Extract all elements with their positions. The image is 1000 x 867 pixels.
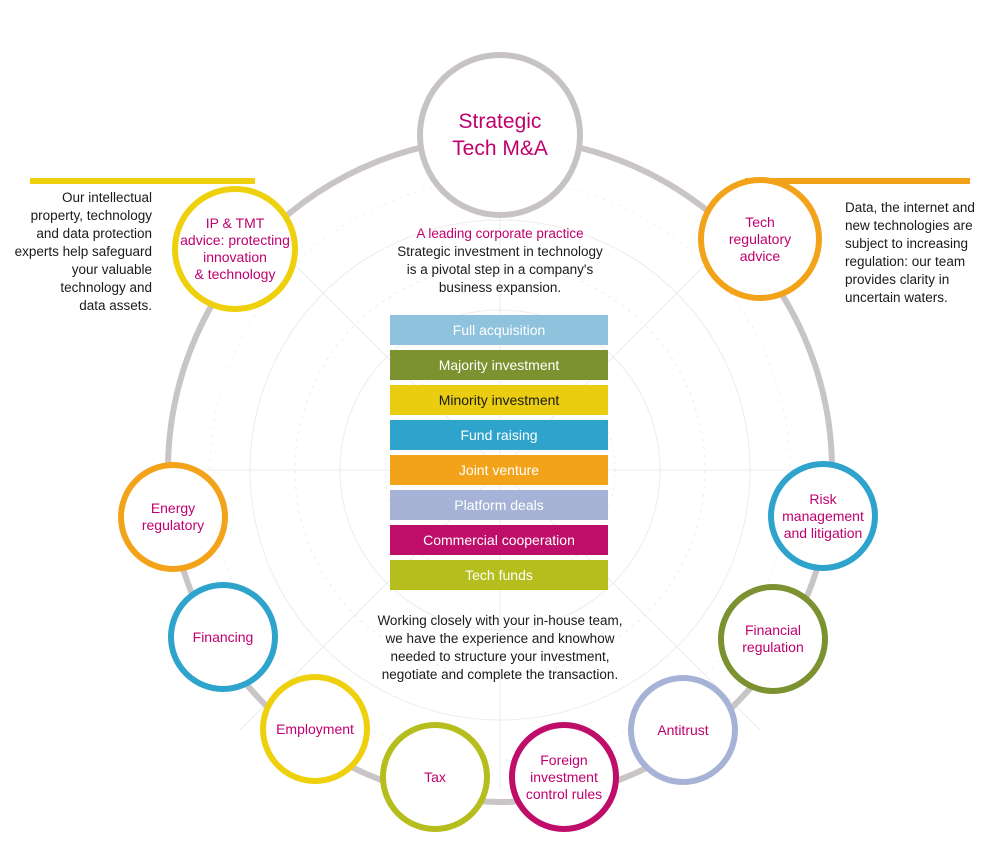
bar-label: Majority investment (438, 357, 560, 373)
node-antitrust: Antitrust (628, 675, 738, 785)
node-tax: Tax (380, 722, 490, 832)
bar-label: Tech funds (465, 567, 533, 583)
node-label: Energy regulatory (141, 500, 205, 533)
outro-text: Working closely with your in-house team,… (377, 613, 623, 682)
node-label: Risk management and litigation (782, 490, 864, 541)
node-label: Financing (192, 628, 254, 645)
hub-circle: Strategic Tech M&A (417, 52, 583, 218)
bar-label: Fund raising (460, 427, 538, 443)
bar-commercial-cooperation: Commercial cooperation (390, 525, 608, 555)
right-note: Data, the internet and new technologies … (845, 200, 975, 305)
node-foreign-investment: Foreign investment control rules (509, 722, 619, 832)
node-label: IP & TMT advice: protecting innovation &… (180, 215, 290, 282)
bar-full-acquisition: Full acquisition (390, 315, 608, 345)
intro-heading: A leading corporate practice (416, 226, 584, 241)
node-label: Financial regulation (742, 622, 804, 655)
intro-text: Strategic investment in technology is a … (397, 244, 603, 295)
node-tech-regulatory: Tech regulatory advice (698, 177, 822, 301)
node-label: Antitrust (657, 721, 709, 738)
bar-label: Minority investment (438, 392, 560, 408)
bar-joint-venture: Joint venture (390, 455, 608, 485)
node-energy-regulatory: Energy regulatory (118, 462, 228, 572)
bar-platform-deals: Platform deals (390, 490, 608, 520)
bar-label: Full acquisition (452, 322, 546, 338)
node-employment: Employment (260, 674, 370, 784)
bar-label: Commercial cooperation (423, 532, 575, 548)
left-note: Our intellectual property, technology an… (14, 190, 152, 313)
left-connector-line (30, 178, 255, 184)
bar-majority-investment: Majority investment (390, 350, 608, 380)
node-label: Employment (276, 720, 354, 737)
hub-label: Strategic Tech M&A (452, 110, 548, 160)
node-risk-management: Risk management and litigation (768, 461, 878, 571)
node-financing: Financing (168, 582, 278, 692)
node-ip-tmt: IP & TMT advice: protecting innovation &… (172, 186, 298, 312)
right-connector-line (745, 178, 970, 184)
node-financial-regulation: Financial regulation (718, 584, 828, 694)
node-label: Foreign investment control rules (525, 751, 603, 802)
bar-label: Joint venture (458, 462, 540, 478)
bar-tech-funds: Tech funds (390, 560, 608, 590)
bar-label: Platform deals (454, 497, 544, 513)
bar-minority-investment: Minority investment (390, 385, 608, 415)
node-label: Tax (424, 768, 446, 785)
node-label: Tech regulatory advice (728, 213, 792, 264)
bar-fund-raising: Fund raising (390, 420, 608, 450)
